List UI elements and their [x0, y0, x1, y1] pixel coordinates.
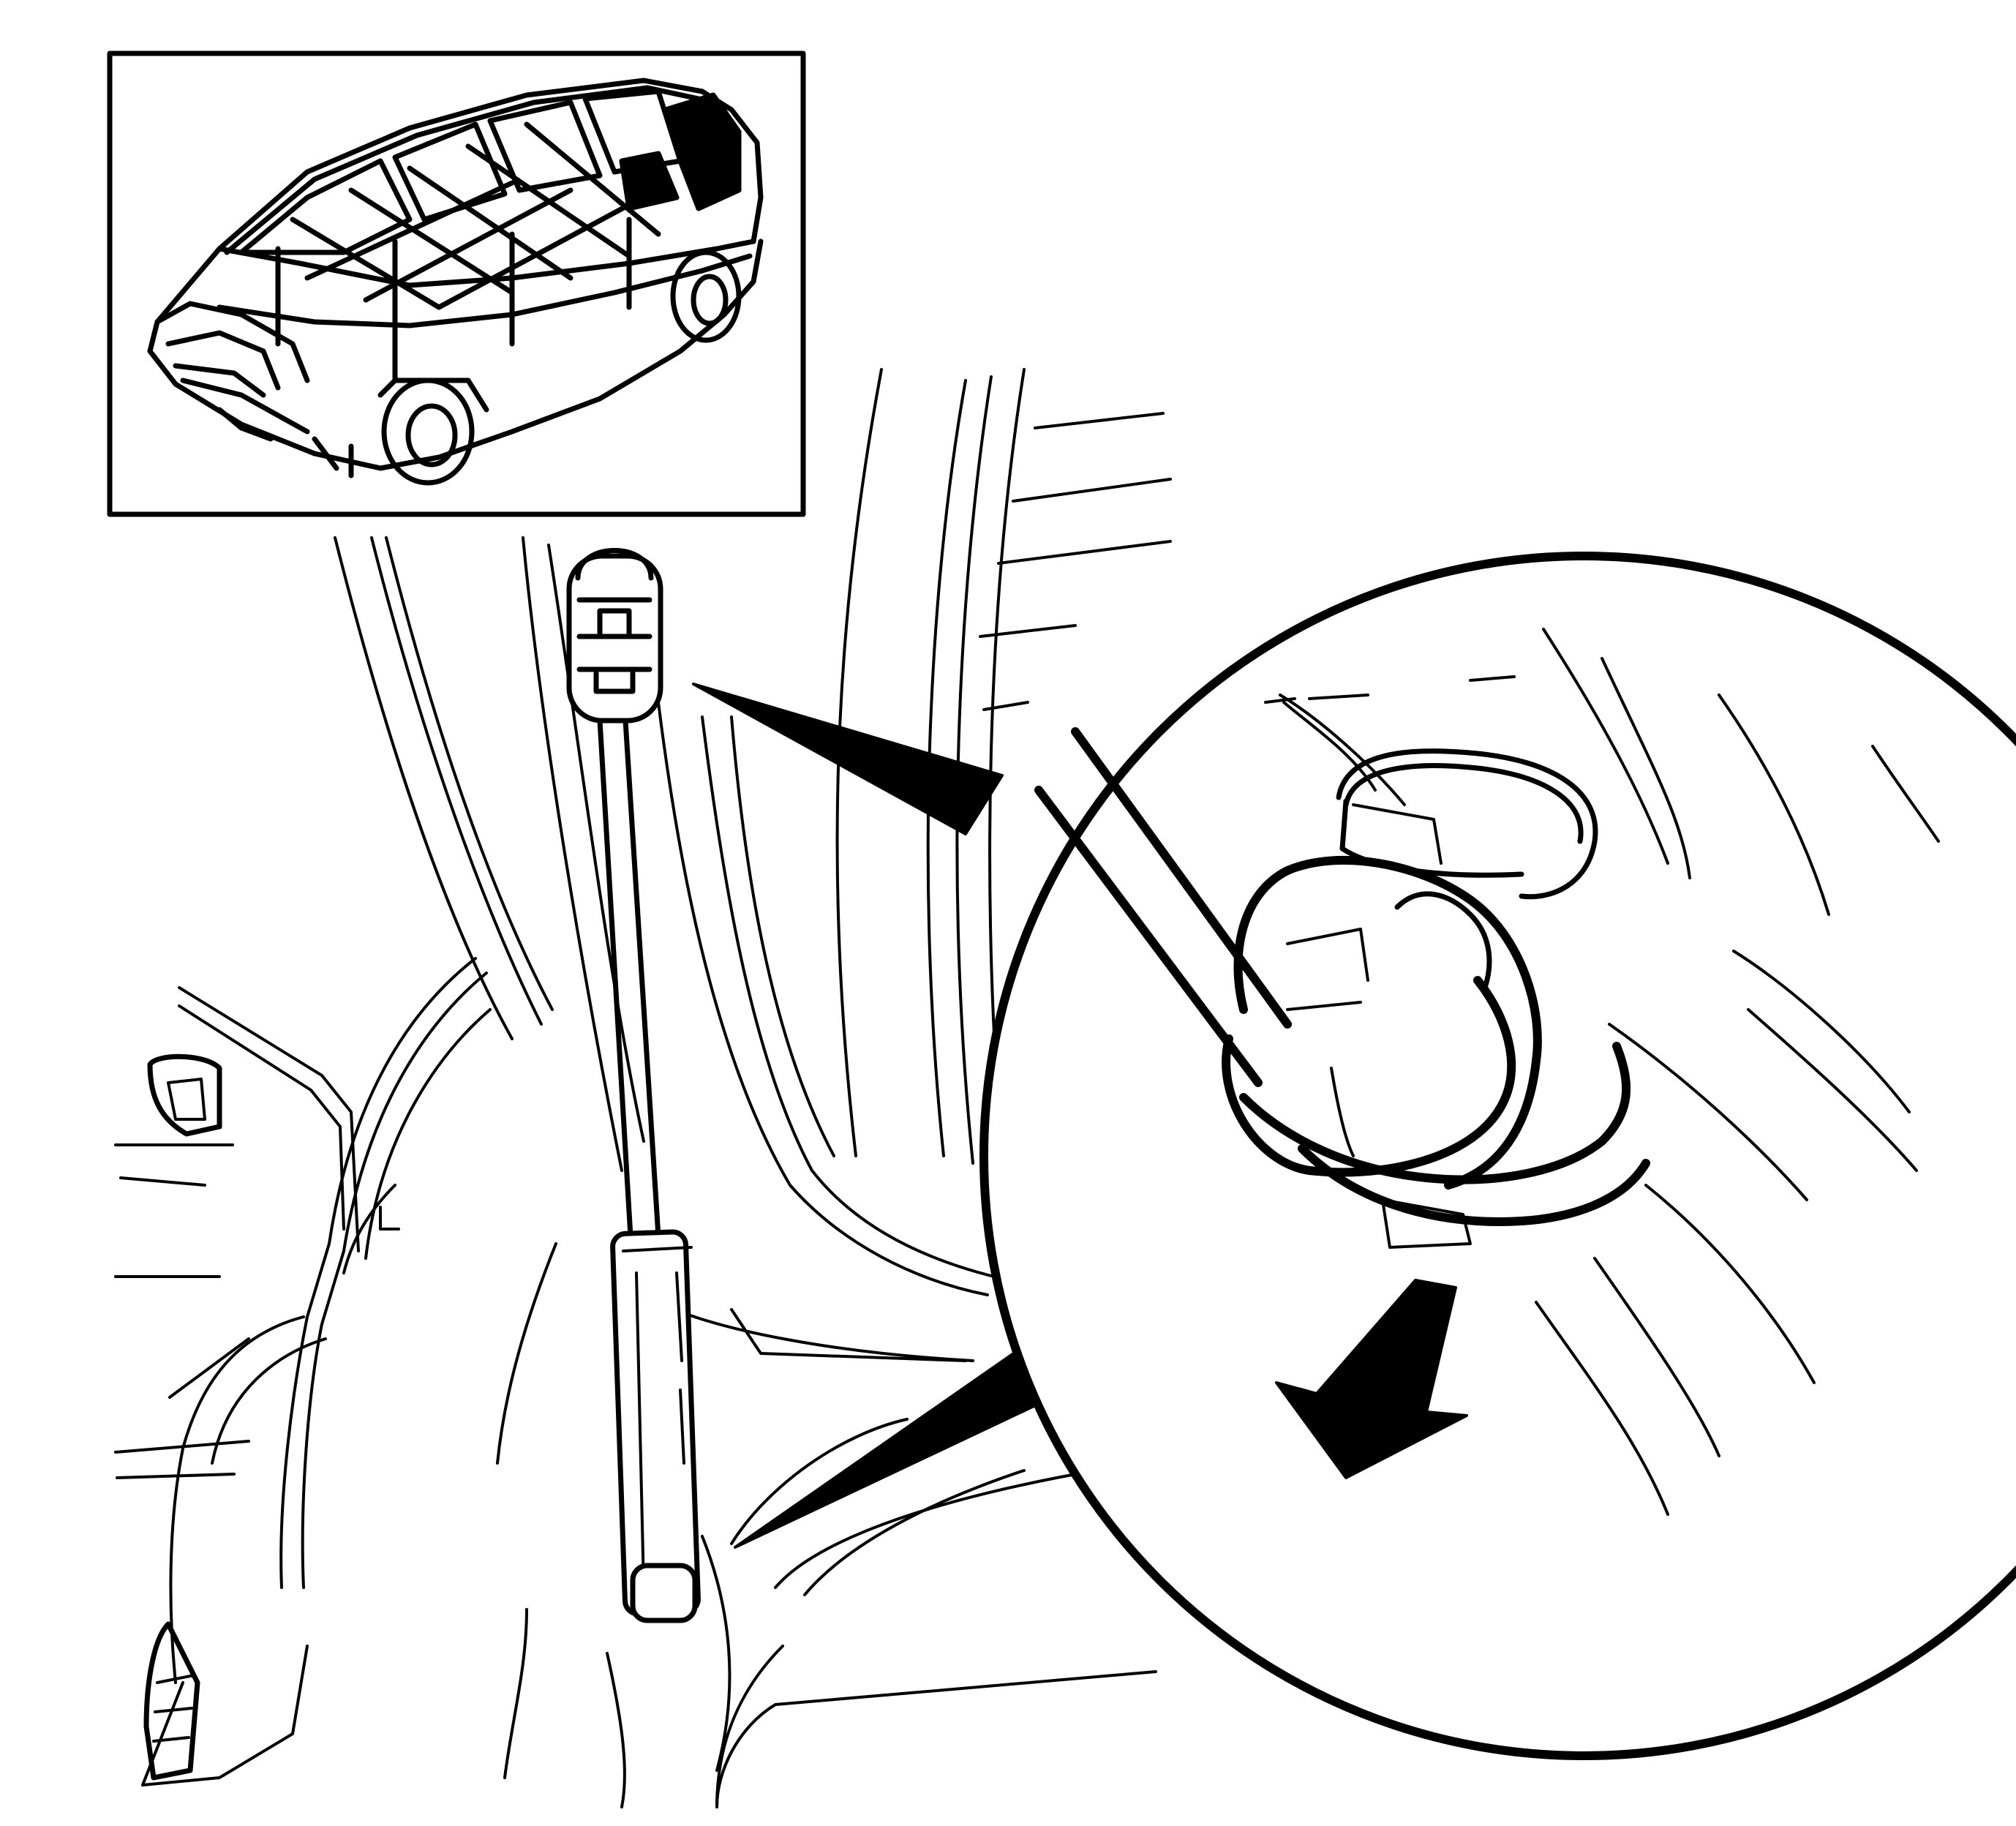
arrow-down-left-icon [1275, 1279, 1468, 1479]
gas-strut [566, 548, 701, 1623]
body-opening-lines [114, 368, 1172, 1808]
locator-inset [107, 50, 806, 517]
upper-callout-pointer [692, 683, 1004, 835]
magnified-detail [979, 552, 2016, 1760]
strut-cylinder [610, 1229, 701, 1617]
detail-body-lines [1264, 628, 1940, 1516]
ink-group [107, 50, 2016, 1808]
vehicle-overview-illustration [147, 78, 764, 486]
callout-pointers [692, 683, 1069, 1549]
detail-strut-socket [1034, 727, 1650, 1249]
